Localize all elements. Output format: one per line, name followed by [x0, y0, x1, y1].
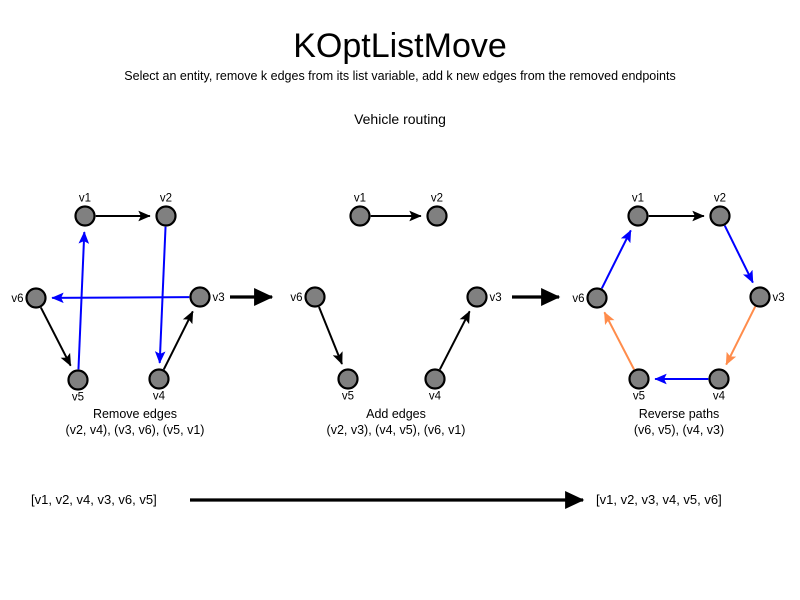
edges-layer — [39, 210, 757, 385]
node-label-v2: v2 — [714, 193, 726, 205]
node-v4[interactable] — [708, 368, 730, 390]
node-label-v2: v2 — [431, 193, 443, 205]
node-label-v5: v5 — [72, 392, 84, 404]
node-v4[interactable] — [148, 368, 170, 390]
node-v5[interactable] — [337, 368, 359, 390]
page-subtitle: Select an entity, remove k edges from it… — [124, 69, 676, 83]
node-label-v1: v1 — [632, 193, 644, 205]
node-label-v6: v6 — [572, 293, 584, 305]
caption-remove-edges: Remove edges (v2, v4), (v3, v6), (v5, v1… — [5, 406, 265, 438]
node-label-v4: v4 — [429, 391, 442, 403]
node-v1[interactable] — [74, 205, 96, 227]
caption-reverse-paths: Reverse paths (v6, v5), (v4, v3) — [549, 406, 800, 438]
edge-v6-v5 — [39, 307, 72, 367]
edge-v5-v1 — [77, 231, 90, 370]
caption-title: Add edges — [366, 407, 426, 421]
edge-v3-v6 — [51, 292, 190, 304]
section-label: Vehicle routing — [354, 111, 446, 127]
edge-v2-v3 — [723, 225, 754, 284]
caption-detail: (v2, v4), (v3, v6), (v5, v1) — [65, 423, 205, 437]
caption-detail: (v6, v5), (v4, v3) — [633, 423, 725, 437]
node-v2[interactable] — [155, 205, 177, 227]
node-label-v5: v5 — [633, 391, 645, 403]
edge-v4-v3 — [438, 310, 471, 370]
node-label-v5: v5 — [342, 391, 354, 403]
panel-remove — [39, 210, 194, 370]
panel-reverse — [600, 210, 757, 385]
node-label-v4: v4 — [153, 391, 166, 403]
node-label-v3: v3 — [773, 292, 785, 304]
caption-add-edges: Add edges (v2, v3), (v4, v5), (v6, v1) — [266, 406, 526, 438]
edge-v6-v1 — [600, 229, 632, 289]
caption-title: Reverse paths — [638, 407, 720, 421]
edge-v6-v5 — [318, 306, 343, 365]
panel-add — [318, 210, 471, 370]
node-v2[interactable] — [709, 205, 731, 227]
node-v5[interactable] — [67, 369, 89, 391]
node-label-v3: v3 — [490, 292, 502, 304]
node-label-v6: v6 — [290, 292, 302, 304]
edge-v3-v4 — [725, 306, 757, 366]
edge-v5-v6 — [603, 311, 635, 370]
nodes-layer — [25, 205, 771, 391]
node-v3[interactable] — [466, 286, 488, 308]
node-label-v3: v3 — [213, 292, 225, 304]
node-v6[interactable] — [25, 287, 47, 309]
list-before: [v1, v2, v4, v3, v6, v5] — [31, 492, 157, 507]
node-v6[interactable] — [586, 287, 608, 309]
node-v4[interactable] — [424, 368, 446, 390]
edge-v2-v4 — [154, 226, 167, 364]
node-label-v4: v4 — [713, 391, 726, 403]
node-v3[interactable] — [189, 286, 211, 308]
node-v6[interactable] — [304, 286, 326, 308]
caption-detail: (v2, v3), (v4, v5), (v6, v1) — [326, 423, 466, 437]
node-v3[interactable] — [749, 286, 771, 308]
node-v1[interactable] — [627, 205, 649, 227]
node-label-v1: v1 — [79, 193, 91, 205]
node-labels-layer: v1 v2 v3 v4 v5 v6 v1 v2 v3 v4 v5 v6 v1 v2 v3 v4 v5 v6 — [11, 193, 784, 404]
node-v2[interactable] — [426, 205, 448, 227]
caption-title: Remove edges — [92, 407, 178, 421]
node-v1[interactable] — [349, 205, 371, 227]
list-after: [v1, v2, v3, v4, v5, v6] — [596, 492, 722, 507]
page-title: KOptListMove — [293, 27, 507, 65]
node-v5[interactable] — [628, 368, 650, 390]
node-label-v6: v6 — [11, 293, 23, 305]
node-label-v1: v1 — [354, 193, 366, 205]
edge-v4-v3 — [162, 310, 194, 370]
node-label-v2: v2 — [160, 193, 172, 205]
